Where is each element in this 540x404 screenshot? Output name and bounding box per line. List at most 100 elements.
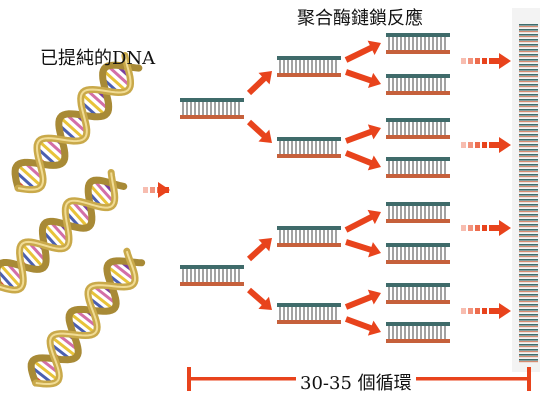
stack-strand xyxy=(519,96,538,97)
stack-strand xyxy=(519,249,538,251)
dna-strand-bottom xyxy=(180,282,244,286)
stack-strand xyxy=(519,176,538,177)
stack-strand xyxy=(519,86,538,87)
dna-fragment-gen1 xyxy=(180,98,244,119)
dna-fragment-gen3 xyxy=(386,118,450,139)
arrow-dash xyxy=(468,58,473,64)
stack-strand xyxy=(519,131,538,132)
dna-strand-bottom xyxy=(386,91,450,95)
stack-strand xyxy=(519,84,538,86)
stack-strand xyxy=(519,214,538,216)
stack-strand xyxy=(519,259,538,261)
stack-strand xyxy=(519,229,538,231)
stack-strand xyxy=(519,291,538,292)
stack-strand xyxy=(519,301,538,302)
arrow-head xyxy=(368,321,384,340)
stack-strand xyxy=(519,251,538,252)
dna-strand-top xyxy=(180,98,244,102)
stack-strand xyxy=(519,294,538,296)
stack-strand xyxy=(519,341,538,342)
stack-strand xyxy=(519,149,538,151)
stack-strand xyxy=(519,139,538,141)
stack-strand xyxy=(519,39,538,41)
stack-strand xyxy=(519,359,538,361)
pcr-title: 聚合酶鏈鎖反應 xyxy=(297,4,423,30)
stack-strand xyxy=(519,71,538,72)
stack-strand xyxy=(519,204,538,206)
stack-strand xyxy=(519,226,538,227)
arrow-dash xyxy=(475,58,480,64)
arrow-head xyxy=(499,137,511,153)
stack-strand xyxy=(519,24,538,26)
stack-strand xyxy=(519,241,538,242)
stack-strand xyxy=(519,81,538,82)
stack-strand xyxy=(519,196,538,197)
arrow-dash xyxy=(482,142,487,148)
stack-strand xyxy=(519,299,538,301)
stack-strand xyxy=(519,284,538,286)
stack-strand xyxy=(519,314,538,316)
stack-strand xyxy=(519,264,538,266)
branch-arrow xyxy=(343,146,384,175)
stack-strand xyxy=(519,79,538,81)
arrow-dash xyxy=(461,58,466,64)
dna-fragment-gen2 xyxy=(277,56,341,77)
output-arrow xyxy=(461,53,511,69)
stack-strand xyxy=(519,59,538,61)
stack-strand xyxy=(519,279,538,281)
stack-strand xyxy=(519,66,538,67)
stack-strand xyxy=(519,201,538,202)
stack-strand xyxy=(519,219,538,221)
arrow-dash xyxy=(475,142,480,148)
stack-strand xyxy=(519,64,538,66)
stack-strand xyxy=(519,124,538,126)
stack-strand xyxy=(519,234,538,236)
stack-strand xyxy=(519,349,538,351)
dna-fragment-gen3 xyxy=(386,322,450,343)
dna-fragment-gen2 xyxy=(277,137,341,158)
stack-strand xyxy=(519,319,538,321)
stack-strand xyxy=(519,336,538,337)
stack-strand xyxy=(519,329,538,331)
branch-arrow xyxy=(244,232,278,265)
stack-strand xyxy=(519,321,538,322)
branch-arrow xyxy=(343,312,384,340)
dna-strand-bottom xyxy=(277,73,341,77)
output-arrow xyxy=(461,303,511,319)
arrow-head xyxy=(499,220,511,236)
dna-strand-top xyxy=(386,118,450,122)
stack-strand xyxy=(519,261,538,262)
stack-strand xyxy=(519,41,538,42)
dna-strand-bottom xyxy=(386,174,450,178)
arrow-head xyxy=(368,242,383,261)
stack-strand xyxy=(519,224,538,226)
stack-strand xyxy=(519,91,538,92)
dna-fragment-gen3 xyxy=(386,243,450,264)
arrow-shaft xyxy=(345,69,373,84)
stack-strand xyxy=(519,281,538,282)
stack-strand xyxy=(519,206,538,207)
stack-strand xyxy=(519,129,538,131)
dna-helix-1 xyxy=(6,51,144,199)
stack-strand xyxy=(519,331,538,332)
stack-strand xyxy=(519,306,538,307)
stack-strand xyxy=(519,239,538,241)
stack-strand xyxy=(519,166,538,167)
stack-strand xyxy=(519,266,538,267)
dna-fragment-gen3 xyxy=(386,157,450,178)
stack-strand xyxy=(519,146,538,147)
stack-strand xyxy=(519,194,538,196)
arrow-dash xyxy=(475,225,480,231)
stack-strand xyxy=(519,116,538,117)
dna-strand-bottom xyxy=(277,320,341,324)
branch-arrow xyxy=(343,64,383,91)
dna-fragment-gen2 xyxy=(277,303,341,324)
dna-strand-bottom xyxy=(386,339,450,343)
stack-strand xyxy=(519,244,538,246)
dna-strand-top xyxy=(386,33,450,37)
dna-strand-top xyxy=(180,265,244,269)
stack-strand xyxy=(519,144,538,146)
branch-arrow xyxy=(244,116,278,149)
arrow-shaft xyxy=(345,44,375,62)
arrow-shaft xyxy=(345,316,374,331)
